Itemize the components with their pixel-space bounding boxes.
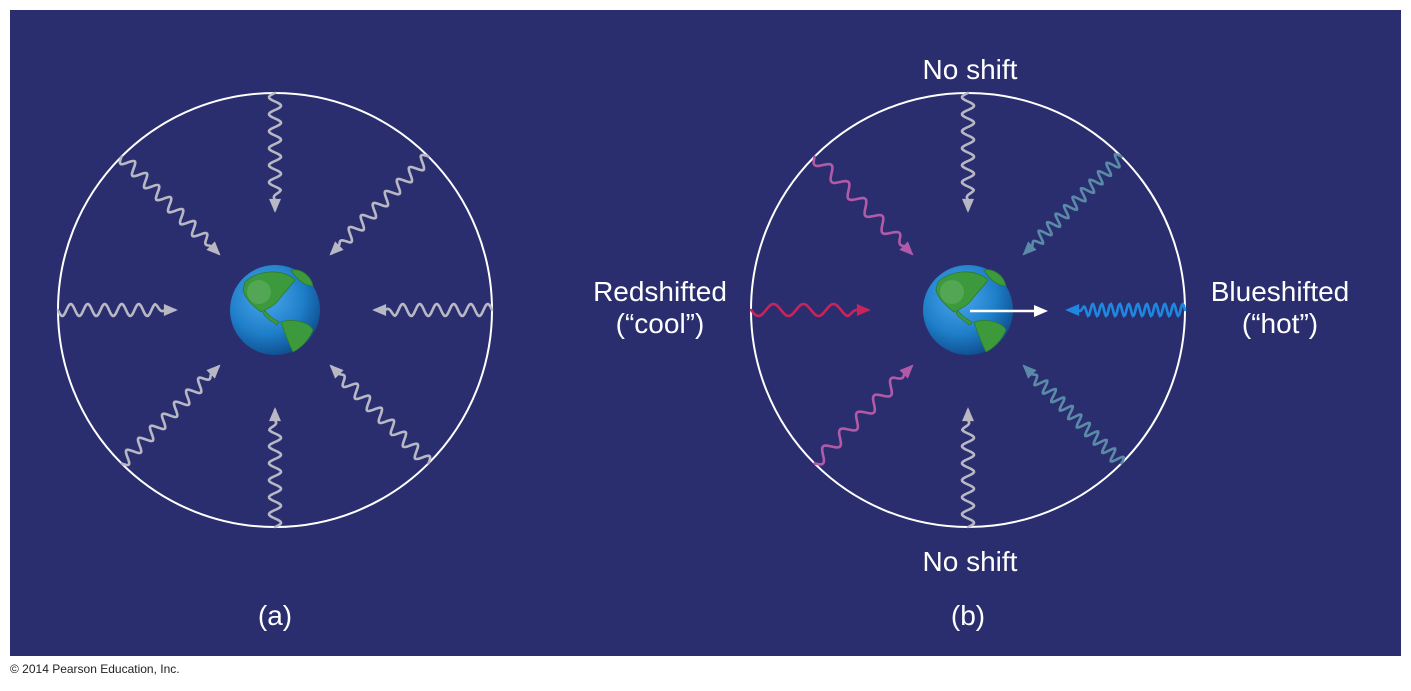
light-waves-b [749, 91, 1187, 529]
light-wave-arrow [372, 302, 494, 318]
caption-a: (a) [257, 600, 293, 631]
light-wave-arrow [267, 91, 283, 213]
label-redshifted-line2: (“cool”) [615, 308, 705, 339]
light-wave-arrow [1022, 364, 1126, 465]
light-wave-arrow [749, 302, 871, 318]
light-wave-arrow [120, 364, 221, 467]
light-wave-arrow [267, 407, 283, 529]
light-wave-arrow [960, 91, 976, 213]
label-redshifted: Redshifted (“cool”) [565, 276, 755, 340]
light-wave-arrow [118, 155, 221, 256]
caption-b: (b) [950, 600, 986, 631]
label-no-shift-bottom: No shift [922, 546, 1018, 577]
doppler-diagram [56, 91, 1187, 529]
label-no-shift-top: No shift [922, 54, 1018, 85]
label-blueshifted-line1: Blueshifted [1210, 276, 1350, 307]
light-wave-arrow [960, 407, 976, 529]
diagram-panel: (a) (b) No shift No shift Redshifted (“c… [10, 10, 1401, 656]
light-wave-arrow [56, 302, 178, 318]
light-wave-arrow [813, 364, 914, 466]
motion-arrow-icon [970, 305, 1048, 317]
earth-icon [230, 265, 320, 355]
label-blueshifted-line2: (“hot”) [1241, 308, 1319, 339]
light-wave-arrow [329, 153, 430, 256]
copyright-text: © 2014 Pearson Education, Inc. [10, 662, 180, 676]
light-wave-arrow [329, 364, 432, 465]
light-waves-a [56, 91, 494, 529]
light-wave-arrow [812, 155, 914, 256]
light-wave-arrow [1022, 152, 1123, 256]
earth-icon [923, 265, 1013, 355]
light-wave-arrow [1065, 302, 1187, 318]
label-blueshifted: Blueshifted (“hot”) [1185, 276, 1375, 340]
label-redshifted-line1: Redshifted [593, 276, 727, 307]
